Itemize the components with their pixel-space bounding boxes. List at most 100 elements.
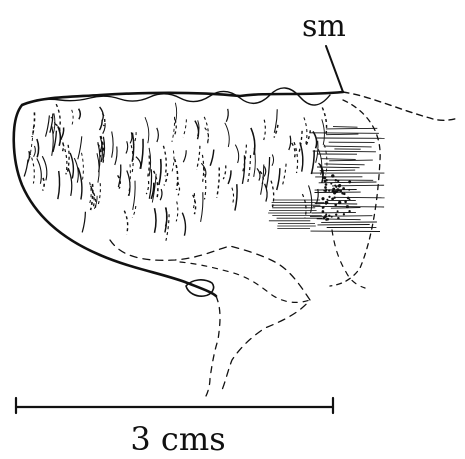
stipple-dot xyxy=(328,189,330,191)
hatch-stroke xyxy=(309,185,312,213)
hatch-stroke xyxy=(235,184,237,210)
hatch-stroke xyxy=(82,212,85,233)
stipple-dot xyxy=(324,186,327,189)
hatch-stroke xyxy=(163,146,166,177)
shade-line xyxy=(320,170,356,171)
stipple-dot xyxy=(326,199,328,201)
hatch-stroke xyxy=(159,159,161,185)
hatch-stroke xyxy=(79,109,81,120)
hatch-stroke xyxy=(172,151,174,172)
stipple-dot xyxy=(324,179,327,182)
hatch-stroke xyxy=(289,136,291,150)
shade-line xyxy=(313,151,376,152)
hatch-stroke xyxy=(193,195,196,214)
hatch-stroke xyxy=(197,146,200,170)
hatch-stroke xyxy=(182,213,185,236)
hatch-stroke xyxy=(90,182,92,203)
hatch-stroke xyxy=(34,146,36,157)
stipple-dot xyxy=(330,183,332,185)
hatch-stroke xyxy=(210,150,214,166)
stipple-dot xyxy=(328,215,330,217)
stipple-dot xyxy=(326,218,329,221)
hatch-stroke xyxy=(235,145,238,163)
hatch-stroke xyxy=(115,147,117,166)
hatch-stroke xyxy=(175,159,178,190)
hatch-stroke xyxy=(98,183,100,205)
stipple-dot xyxy=(334,204,337,207)
stipple-dot xyxy=(325,189,327,191)
stipple-dot xyxy=(335,190,338,193)
hatch-stroke xyxy=(294,142,297,173)
hatch-stroke xyxy=(155,208,157,233)
stipple-dot xyxy=(328,196,330,198)
stipple-dot xyxy=(321,197,324,200)
scale-bar-label: 3 cms xyxy=(130,420,225,458)
hatch-stroke xyxy=(58,171,60,199)
stipple-dot xyxy=(322,210,325,213)
hatch-stroke xyxy=(272,155,274,166)
hatch-stroke xyxy=(63,143,67,174)
shade-line xyxy=(333,127,358,128)
hatch-stroke xyxy=(311,150,314,174)
hatch-stroke xyxy=(322,119,325,145)
hatch-stroke xyxy=(176,202,178,222)
shade-line xyxy=(312,212,356,213)
shade-line xyxy=(319,182,377,183)
stipple-dot xyxy=(344,201,347,204)
stipple-dot xyxy=(323,217,326,220)
hatch-stroke xyxy=(201,192,203,222)
hatch-stroke xyxy=(157,128,159,142)
hatch-stroke xyxy=(112,132,114,158)
hatch-stroke xyxy=(97,153,99,182)
stipple-dot xyxy=(325,202,327,204)
stipple-dot xyxy=(346,205,349,208)
surface-texture-hatching xyxy=(24,103,327,241)
shade-line xyxy=(324,164,364,165)
hatch-stroke xyxy=(183,150,186,162)
hatch-stroke xyxy=(42,156,47,180)
stipple-dot xyxy=(331,216,333,218)
stipple-dot xyxy=(335,179,338,182)
hatch-stroke xyxy=(46,115,50,136)
shade-line xyxy=(321,159,356,160)
hatch-stroke xyxy=(304,117,307,143)
stipple-dot xyxy=(332,190,335,193)
hatch-stroke xyxy=(226,109,228,122)
hatch-stroke xyxy=(141,139,144,169)
hatch-stroke xyxy=(68,168,71,196)
stipple-dot xyxy=(338,201,341,204)
stipple-dot xyxy=(323,176,326,179)
shade-line xyxy=(326,128,377,129)
hatch-stroke xyxy=(146,181,148,194)
leader-line-sm xyxy=(326,46,343,92)
stipple-dot xyxy=(349,198,351,200)
stipple-dot xyxy=(342,187,345,190)
hatch-stroke xyxy=(130,132,132,143)
hatch-stroke xyxy=(274,109,277,132)
stipple-dot xyxy=(348,180,351,183)
stipple-dot xyxy=(343,193,346,196)
stipple-dot xyxy=(333,197,335,199)
hatch-stroke xyxy=(72,110,74,126)
hatch-stroke xyxy=(133,181,135,210)
stipple-dot xyxy=(348,210,350,212)
hatch-stroke xyxy=(247,155,250,185)
hatch-stroke xyxy=(145,117,149,143)
hatch-stroke xyxy=(164,173,168,185)
stipple-dot xyxy=(331,174,334,177)
hatch-stroke xyxy=(282,164,286,186)
hatch-stroke xyxy=(82,153,84,183)
hatch-stroke xyxy=(223,165,226,179)
shade-line xyxy=(329,160,373,161)
hatch-stroke xyxy=(217,168,220,198)
hatch-stroke xyxy=(78,136,82,159)
shade-line xyxy=(334,197,385,198)
hatch-stroke xyxy=(266,157,269,188)
hatch-stroke xyxy=(74,158,78,183)
hatch-stroke xyxy=(100,107,104,121)
hatch-stroke xyxy=(61,128,64,139)
hatch-stroke xyxy=(103,123,105,134)
hatch-stroke xyxy=(27,151,29,164)
hatch-stroke xyxy=(124,211,127,235)
